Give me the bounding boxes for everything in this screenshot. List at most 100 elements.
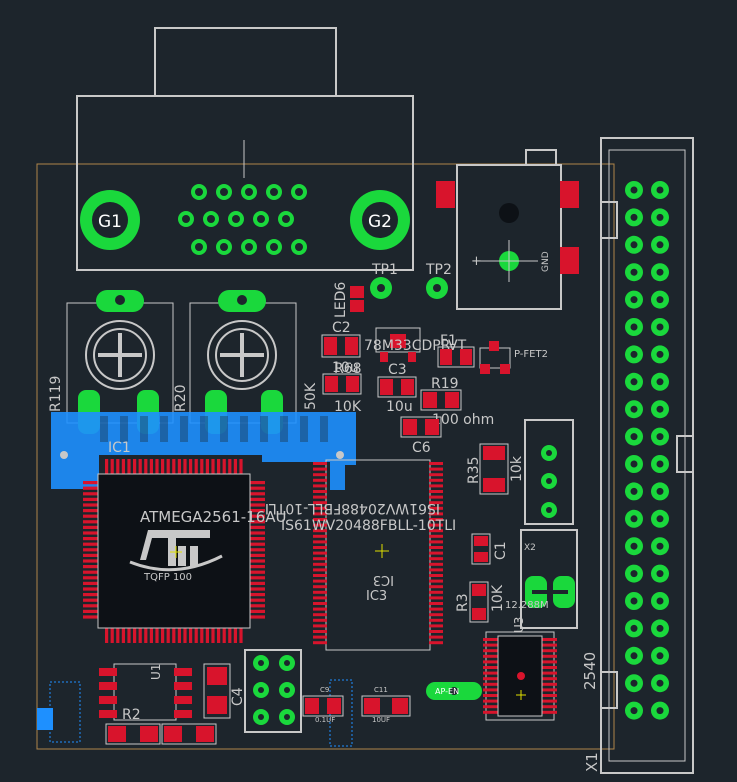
header-pin-hole xyxy=(630,213,638,221)
header-pin-hole xyxy=(656,597,664,605)
header-pin-hole xyxy=(630,186,638,194)
mcu-pad xyxy=(250,542,265,546)
ic1-label: IC1 xyxy=(108,440,131,456)
mcu-pad xyxy=(250,503,265,507)
r68-value: 10K xyxy=(334,399,362,415)
mcu-pad xyxy=(250,531,265,535)
ram-pad xyxy=(429,562,443,566)
u3-pad xyxy=(483,688,499,692)
r3-value: 10K xyxy=(490,584,506,612)
mcu-pad xyxy=(250,609,265,613)
ram-pad xyxy=(313,529,327,533)
power-jack: + GND xyxy=(436,149,579,310)
pfet2: P-FET2 xyxy=(479,341,548,374)
mcu-pad xyxy=(194,628,198,643)
ram-pad xyxy=(313,641,327,645)
ram-pad xyxy=(429,607,443,611)
header-x1: 2540 X1 xyxy=(581,137,694,774)
mcu-pad xyxy=(83,497,98,501)
x1-label: X1 xyxy=(583,752,601,772)
g2-label: G2 xyxy=(368,212,392,232)
header-pin-hole xyxy=(656,624,664,632)
ram-pad xyxy=(429,529,443,533)
ram-pad xyxy=(429,551,443,555)
ram-pad xyxy=(313,607,327,611)
mcu-pad xyxy=(83,525,98,529)
ram-pad xyxy=(429,478,443,482)
mcu-pad xyxy=(83,492,98,496)
mcu-pad xyxy=(83,553,98,557)
mcu-pad xyxy=(172,459,176,474)
conn-label: 2540 xyxy=(581,652,599,690)
u3-pad xyxy=(483,649,499,653)
header-pin-hole xyxy=(630,515,638,523)
c9-label: C9 xyxy=(320,686,329,694)
cap-c6: C6 xyxy=(400,416,442,456)
u3-pad xyxy=(483,654,499,658)
mcu-pad xyxy=(250,486,265,490)
ram-pad xyxy=(313,473,327,477)
mcu-pad xyxy=(83,587,98,591)
mcu-pad xyxy=(116,628,120,643)
mcu-pad xyxy=(250,587,265,591)
board-outline xyxy=(36,163,615,750)
mcu-pad xyxy=(250,576,265,580)
f1-label: F1 xyxy=(440,333,457,349)
header-pin-hole xyxy=(630,679,638,687)
resistor-r68: R68 10K xyxy=(322,361,362,415)
mcu-label: ATMEGA2561-16AU xyxy=(140,508,286,526)
c2-value: 10u xyxy=(332,360,359,376)
header-pin-hole xyxy=(630,433,638,441)
mcu-pad xyxy=(250,593,265,597)
ram-pad xyxy=(429,596,443,600)
ram-pad xyxy=(313,562,327,566)
cap-c3: C3 10u xyxy=(377,362,417,415)
mcu-pad xyxy=(133,628,137,643)
ram-pad xyxy=(313,484,327,488)
ram-pad xyxy=(313,579,327,583)
mcu-pad xyxy=(233,628,237,643)
ic-u1: U1 xyxy=(99,663,192,721)
header-pin-hole xyxy=(630,652,638,660)
ram-pad xyxy=(313,551,327,555)
mcu-pad xyxy=(83,593,98,597)
mcu-pad xyxy=(250,565,265,569)
header-3pin xyxy=(524,419,574,525)
c9-value: 0.1UF xyxy=(315,716,335,724)
ram-pad xyxy=(429,523,443,527)
header-pin-hole xyxy=(630,241,638,249)
mcu-pad xyxy=(200,628,204,643)
mcu-pad xyxy=(138,459,142,474)
r35-label: R35 xyxy=(466,456,482,484)
mcu-pad xyxy=(211,628,215,643)
resistor-r19: R19 100 ohm xyxy=(420,376,494,428)
ram-label-bottom: IS61WV20488FBLL-10TLI xyxy=(281,518,456,534)
ram-pad xyxy=(313,512,327,516)
osc-label: 12.288M xyxy=(505,600,549,611)
r119-label: R119 xyxy=(48,376,64,412)
mcu-pad xyxy=(250,497,265,501)
mcu-pad xyxy=(144,459,148,474)
crystal-x2: X2 12.288M xyxy=(505,529,578,629)
ram-pad xyxy=(429,568,443,572)
ram-pad xyxy=(313,557,327,561)
ram-pad xyxy=(429,630,443,633)
u3-label: U3 xyxy=(512,617,526,633)
mcu-pad xyxy=(149,459,153,474)
mcu-pad xyxy=(250,559,265,563)
ram-pad xyxy=(429,624,443,628)
mcu-pad xyxy=(83,537,98,541)
ram-pad xyxy=(313,462,327,465)
mcu-pad xyxy=(83,481,98,485)
header-pin-hole xyxy=(656,405,664,413)
header-pin-hole xyxy=(630,542,638,550)
resistor-r3: R3 10K xyxy=(455,581,506,623)
cap-c2: C2 10u xyxy=(321,320,361,376)
u3-pad xyxy=(541,643,557,647)
svg-text:+: + xyxy=(471,254,482,269)
ram-pad xyxy=(429,585,443,589)
u3-pad xyxy=(483,643,499,647)
c1-label: C1 xyxy=(493,541,509,560)
mcu-pad xyxy=(250,492,265,496)
